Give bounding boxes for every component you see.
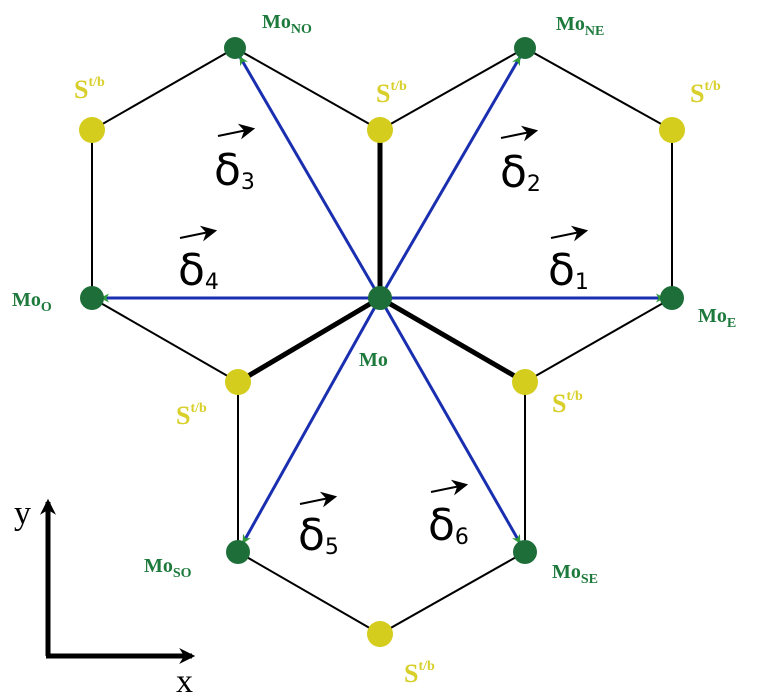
s-atom	[367, 117, 393, 143]
hexagon-bonds	[91, 47, 673, 635]
bond	[91, 297, 239, 383]
svg-text:δ3: δ3	[214, 145, 255, 196]
s-atom	[659, 117, 685, 143]
vector-delta-3	[238, 56, 382, 299]
mo-atom-so	[226, 540, 250, 564]
label-mo-center: Mo	[359, 349, 388, 371]
mo-atom-se	[513, 540, 537, 564]
mo-labels: MoNO MoNE MoO MoE Mo MoSO MoSE	[12, 11, 736, 587]
s-atom	[367, 621, 393, 647]
delta-4-label: δ4	[178, 225, 219, 296]
delta-6-label: δ6	[428, 479, 469, 551]
mo-atoms	[80, 37, 684, 564]
s-labels: St/b St/b St/b St/b St/b St/b	[74, 75, 721, 688]
label-s: St/b	[376, 79, 407, 108]
central-bonds	[236, 130, 527, 385]
s-atom	[225, 369, 251, 395]
s-atom	[79, 117, 105, 143]
mo-atom-o	[80, 286, 104, 310]
svg-text:δ4: δ4	[178, 245, 219, 296]
bond-thick	[378, 295, 527, 385]
delta-5-label: δ5	[298, 491, 339, 561]
mo-atom-center	[368, 286, 392, 310]
label-mo-no: MoNO	[262, 11, 312, 37]
delta-3-label: δ3	[214, 123, 256, 196]
svg-text:δ5: δ5	[298, 510, 339, 561]
svg-text:δ2: δ2	[500, 147, 541, 198]
x-axis-label: x	[176, 663, 193, 696]
label-s: St/b	[176, 401, 207, 430]
bond	[234, 47, 381, 131]
mo-atom-no	[224, 37, 246, 59]
label-mo-e: MoE	[698, 305, 736, 331]
label-s: St/b	[74, 75, 105, 104]
bond	[524, 47, 673, 131]
label-mo-so: MoSO	[144, 555, 192, 581]
vector-delta-6	[378, 297, 522, 544]
label-mo-ne: MoNE	[556, 13, 604, 39]
vector-delta-2	[378, 56, 522, 299]
mo-atom-ne	[514, 37, 536, 59]
delta-labels: δ3 δ2 δ4 δ1 δ5 δ6	[178, 123, 589, 561]
delta-1-label: δ1	[548, 225, 589, 296]
delta-vectors	[100, 56, 665, 544]
s-atoms	[79, 117, 685, 647]
bond	[379, 551, 526, 635]
bond-thick	[236, 295, 382, 385]
bond	[379, 47, 526, 131]
label-mo-se: MoSE	[552, 561, 598, 587]
s-atom	[512, 369, 538, 395]
coordinate-axes: y x	[14, 495, 196, 696]
y-axis-label: y	[14, 495, 31, 532]
bond	[237, 551, 381, 635]
label-mo-o: MoO	[12, 289, 52, 315]
mo-atom-e	[660, 286, 684, 310]
bond	[91, 47, 236, 131]
label-s: St/b	[552, 389, 583, 418]
label-s: St/b	[404, 659, 435, 688]
vector-delta-5	[241, 297, 382, 544]
label-s: St/b	[690, 79, 721, 108]
delta-2-label: δ2	[500, 125, 541, 198]
bond	[524, 297, 673, 383]
svg-text:δ1: δ1	[548, 245, 589, 296]
svg-text:δ6: δ6	[428, 500, 469, 551]
